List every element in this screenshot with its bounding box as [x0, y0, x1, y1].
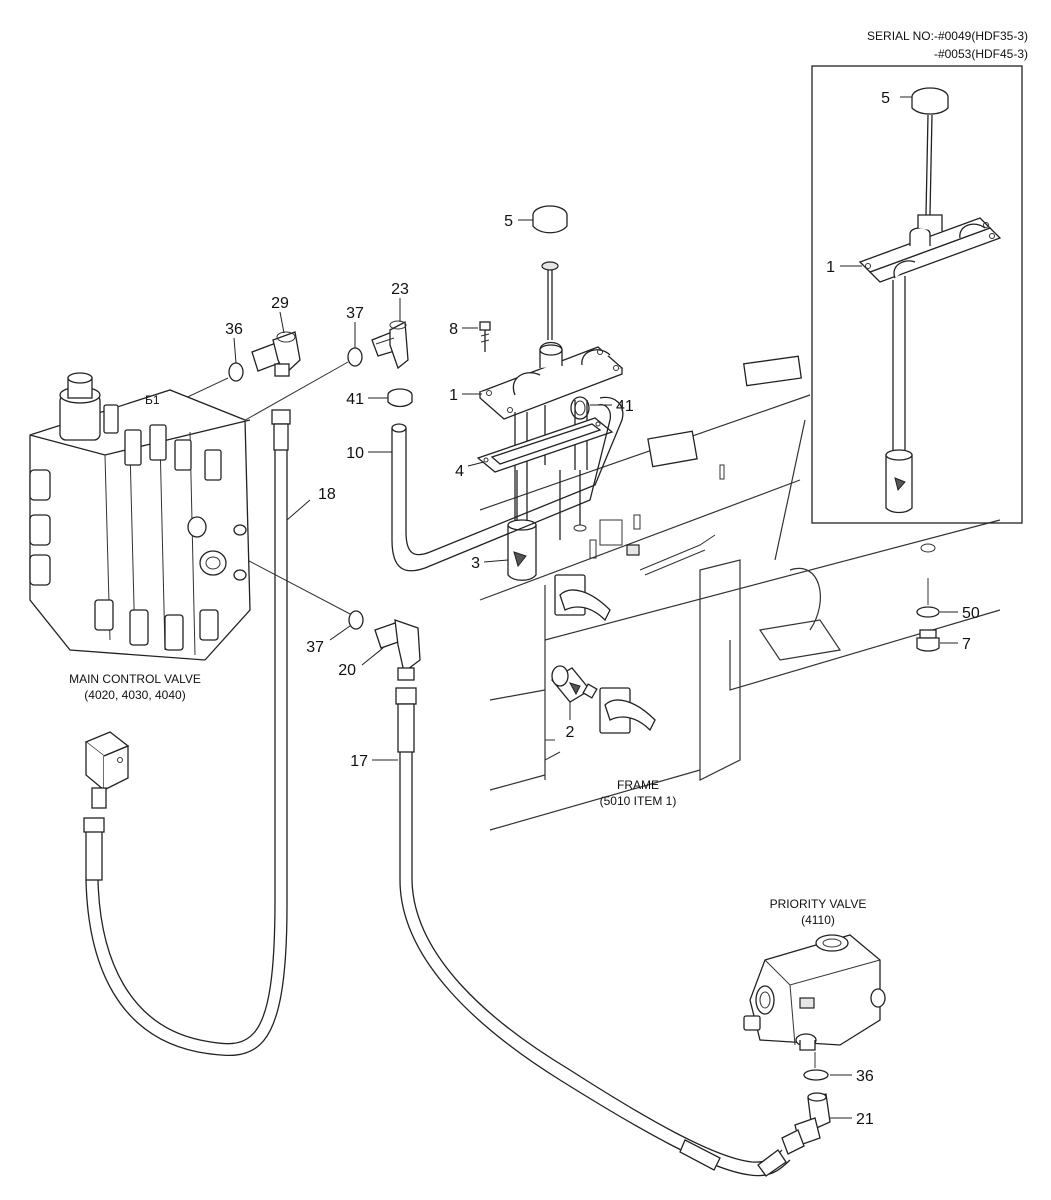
elbow-29 [251, 331, 301, 377]
callout-21: 21 [856, 1111, 874, 1128]
filler-plate-1 [478, 341, 624, 420]
oring-36-bottom [803, 1069, 829, 1081]
callout-5: 5 [504, 213, 513, 230]
label-priority-line2: (4110) [801, 913, 835, 927]
suction-hose-10 [391, 396, 624, 572]
callout-37-top: 37 [346, 305, 364, 322]
callout-inset-5: 5 [881, 90, 890, 107]
serial-note-line2: -#0053(HDF45-3) [934, 47, 1028, 61]
callout-7: 7 [962, 636, 971, 653]
elbow-23 [371, 320, 409, 370]
priority-valve [743, 934, 886, 1051]
label-priority-line1: PRIORITY VALVE [770, 897, 867, 911]
callout-inset-1: 1 [826, 259, 835, 276]
frame-structure [479, 355, 1001, 831]
callout-18: 18 [318, 486, 336, 503]
callout-41-right: 41 [616, 398, 634, 415]
gasket-4 [476, 417, 614, 473]
clamp-41-left [387, 388, 413, 408]
callout-29: 29 [271, 295, 289, 312]
hose-17 [395, 687, 791, 1177]
callout-36-bottom: 36 [856, 1068, 874, 1085]
oring-36-top [228, 362, 244, 382]
callout-36-top: 36 [225, 321, 243, 338]
elbow-20 [374, 619, 421, 681]
callout-2: 2 [566, 724, 575, 741]
callout-17: 17 [350, 753, 368, 770]
elbow-21 [781, 1092, 831, 1155]
label-frame-line1: FRAME [617, 778, 659, 792]
oring-37-mid [348, 610, 364, 630]
clamp-41-right [570, 396, 590, 420]
inset-plate [858, 214, 1002, 283]
hose-18 [83, 409, 291, 1057]
oring-37-top [347, 347, 363, 367]
callout-8: 8 [449, 321, 458, 338]
label-frame-line2: (5010 ITEM 1) [600, 794, 677, 808]
callout-23: 23 [391, 281, 409, 298]
inset-knob [911, 87, 949, 216]
inset-tube [885, 276, 913, 514]
inset-box: 5 1 [811, 65, 1023, 524]
plug-7 [916, 629, 940, 652]
callout-1: 1 [449, 387, 458, 404]
serial-note-line1: SERIAL NO:-#0049(HDF35-3) [867, 29, 1028, 43]
pressure-switch [84, 731, 130, 809]
callout-3: 3 [471, 555, 480, 572]
callout-20: 20 [338, 662, 356, 679]
callout-37-mid: 37 [306, 639, 324, 656]
strainer-3 [507, 470, 587, 581]
callout-41-left: 41 [346, 391, 364, 408]
port-label-b1: Б1 [145, 393, 160, 407]
label-main-valve-line1: MAIN CONTROL VALVE [69, 672, 201, 686]
bolt-8 [479, 321, 491, 352]
drain-plug-2 [551, 665, 598, 703]
main-control-valve [29, 372, 251, 661]
label-main-valve-line2: (4020, 4030, 4040) [84, 688, 185, 702]
dipstick-knob [532, 205, 568, 340]
oring-50 [916, 606, 940, 618]
callout-4: 4 [455, 463, 464, 480]
callout-10: 10 [346, 445, 364, 462]
serial-note: SERIAL NO:-#0049(HDF35-3) -#0053(HDF45-3… [867, 29, 1028, 61]
callout-50: 50 [962, 605, 980, 622]
